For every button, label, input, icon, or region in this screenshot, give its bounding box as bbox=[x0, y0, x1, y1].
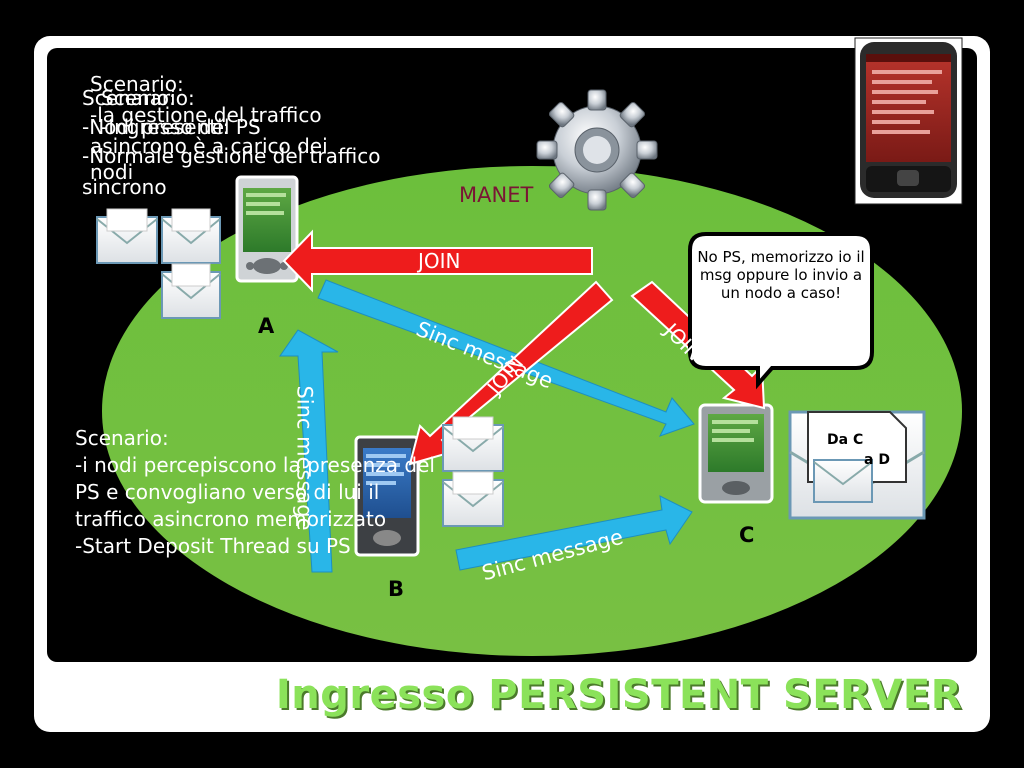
slide-title: Ingresso PERSISTENT SERVER bbox=[275, 672, 962, 718]
scenario-a-title: Scenario: bbox=[90, 72, 184, 96]
pda-device-icon bbox=[235, 175, 299, 283]
envelope-label-line2: a D bbox=[864, 452, 890, 468]
join-arrow-top bbox=[282, 229, 593, 293]
scenario-c-line: -Ingresso del PS bbox=[101, 115, 261, 139]
sinc-arrow-a-c bbox=[317, 279, 695, 437]
envelope-label-line1: Da C bbox=[827, 432, 864, 448]
callout-text: No PS, memorizzo io il msg oppure lo inv… bbox=[697, 248, 865, 302]
sinc-arrows bbox=[279, 279, 695, 573]
server-phone-icon bbox=[854, 37, 963, 205]
scenario-c-title: Scenario: bbox=[101, 86, 195, 110]
gear-icon bbox=[536, 89, 658, 211]
node-label-a: A bbox=[258, 314, 275, 338]
scenario-b-line: -Nodi presenti: bbox=[82, 115, 230, 139]
node-label-b: B bbox=[388, 577, 405, 601]
scenario-a-line: asincrono è a carico dei bbox=[90, 134, 328, 158]
scenario-a-line: nodi bbox=[90, 160, 134, 184]
sinc-arrow-b-c bbox=[455, 495, 693, 571]
pda-device-icon bbox=[698, 403, 774, 504]
scenario-b-line: -Normale gestione del traffico bbox=[82, 144, 381, 168]
scenario-b-line: sincrono bbox=[82, 175, 167, 199]
callout-bubble bbox=[688, 232, 874, 390]
scenario-b-title: Scenario: bbox=[82, 86, 176, 110]
manet-label: MANET bbox=[459, 183, 534, 207]
envelope-icon bbox=[96, 208, 926, 527]
pda-device-icon bbox=[354, 435, 420, 557]
scenario-bottom-text: Scenario: -i nodi percepiscono la presen… bbox=[75, 426, 435, 558]
node-label-c: C bbox=[739, 523, 755, 547]
sinc-arrow-b-a bbox=[279, 329, 339, 573]
scenario-a-line: -la gestione del traffico bbox=[90, 103, 322, 127]
join-label-top: JOIN bbox=[418, 249, 461, 273]
